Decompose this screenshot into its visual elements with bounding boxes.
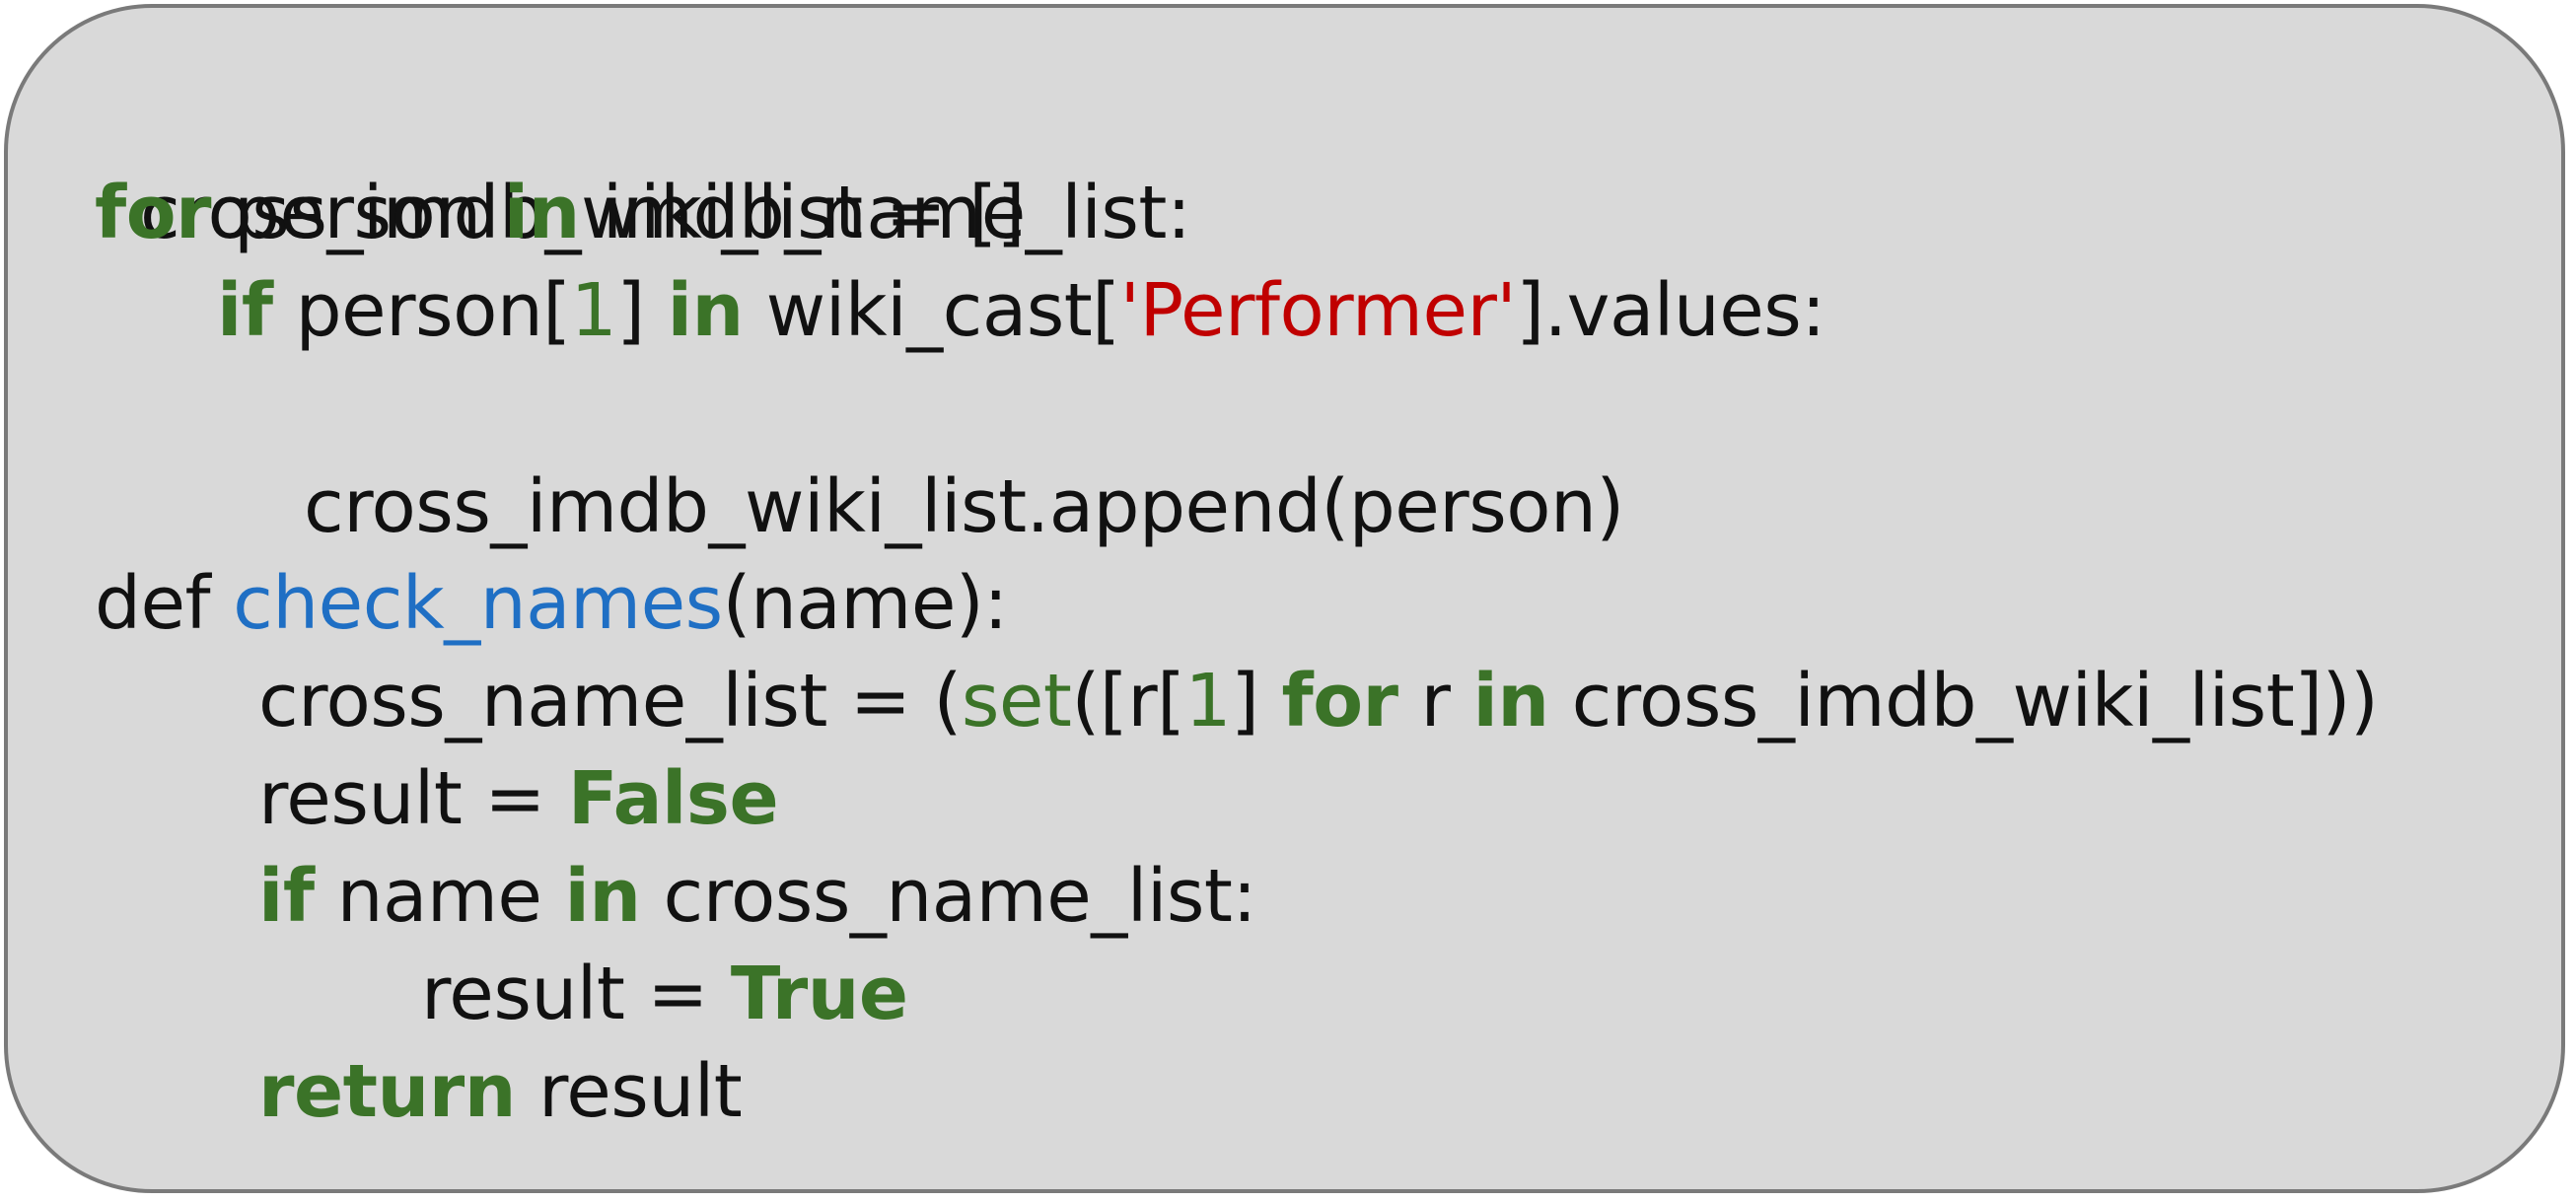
code-text: cross_imdb_wiki_list])) bbox=[1548, 659, 2379, 743]
code-text: ] bbox=[616, 268, 668, 353]
number-literal: 1 bbox=[1184, 659, 1232, 743]
code-text: cross_imdb_wiki_list = [] bbox=[140, 171, 1025, 255]
code-line-6: cross_name_list = (set([r[1] for r in cr… bbox=[258, 652, 2379, 750]
code-line-10: return result bbox=[258, 1042, 743, 1141]
code-text: imdb_name_list: bbox=[579, 171, 1191, 255]
code-line-1: cross_imdb_wiki_list = [] bbox=[95, 65, 1025, 255]
code-snippet-panel bbox=[4, 4, 2565, 1193]
keyword-for: for bbox=[95, 171, 212, 255]
number-literal: 1 bbox=[570, 268, 617, 353]
code-text: cross_name_list = ( bbox=[258, 659, 962, 743]
builtin-set: set bbox=[961, 659, 1072, 743]
code-line-3: if person[1] in wiki_cast['Performer'].v… bbox=[217, 261, 1825, 360]
code-text: wiki_cast[ bbox=[743, 268, 1120, 353]
keyword-in: in bbox=[667, 268, 745, 353]
code-text: def bbox=[95, 561, 234, 646]
keyword-if: if bbox=[217, 268, 273, 353]
code-line-7: result = False bbox=[258, 749, 779, 848]
code-text: cross_name_list: bbox=[640, 854, 1257, 939]
code-text: cross_imdb_wiki_list.append(person) bbox=[304, 464, 1624, 549]
keyword-true: True bbox=[730, 952, 908, 1036]
code-text: person bbox=[211, 171, 504, 255]
code-text: result = bbox=[421, 952, 731, 1036]
keyword-for: for bbox=[1281, 659, 1399, 743]
code-text: name bbox=[314, 854, 565, 939]
keyword-in: in bbox=[1472, 659, 1550, 743]
code-line-5: def check_names(name): bbox=[95, 554, 1008, 653]
code-line-8: if name in cross_name_list: bbox=[258, 847, 1256, 946]
keyword-in: in bbox=[564, 854, 641, 939]
string-literal: 'Performer' bbox=[1119, 268, 1517, 353]
keyword-if: if bbox=[258, 854, 315, 939]
function-name: check_names bbox=[233, 561, 723, 646]
code-line-2: for person in imdb_name_list: bbox=[95, 164, 1191, 262]
code-text: r bbox=[1397, 659, 1473, 743]
code-text: ([r[ bbox=[1071, 659, 1185, 743]
code-text: person[ bbox=[272, 268, 572, 353]
code-text: ].values: bbox=[1516, 268, 1825, 353]
code-text: (name): bbox=[722, 561, 1009, 646]
code-text: ] bbox=[1231, 659, 1282, 743]
code-text: result = bbox=[258, 756, 568, 841]
keyword-return: return bbox=[258, 1049, 516, 1134]
code-text: result bbox=[515, 1049, 743, 1134]
keyword-false: False bbox=[567, 756, 779, 841]
code-line-9: result = True bbox=[421, 945, 908, 1043]
keyword-in: in bbox=[503, 171, 581, 255]
code-line-4: cross_imdb_wiki_list.append(person) bbox=[258, 359, 1624, 549]
